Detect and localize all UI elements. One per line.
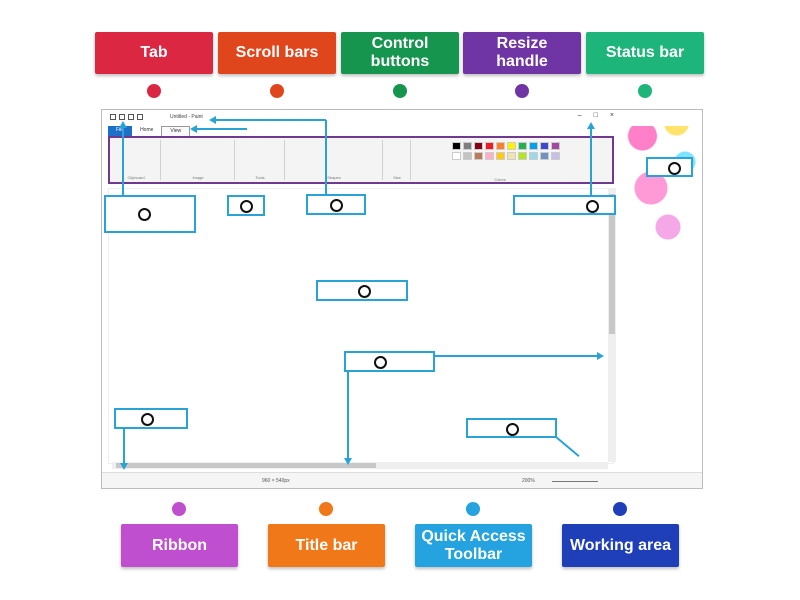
label-scroll-bars-pin <box>270 84 284 98</box>
connector-working-down <box>347 371 349 459</box>
group-tools: Tools <box>236 140 285 180</box>
label-title-bar-pin <box>319 502 333 516</box>
label-ribbon-pin <box>172 502 186 516</box>
label-resize-handle[interactable]: Resize handle <box>463 32 581 74</box>
connector-scroll-a <box>197 128 247 130</box>
label-quick-access-toolbar[interactable]: Quick Access Toolbar <box>415 524 532 567</box>
drop-zone-9[interactable] <box>466 418 557 438</box>
vertical-scrollbar <box>608 188 616 462</box>
connector-qat <box>216 119 326 121</box>
connector-tab <box>122 126 124 196</box>
undo-icon <box>128 114 134 120</box>
connector-scroll-a-arrow <box>190 125 197 133</box>
paint-status-bar: 960 × 540px 200% <box>102 472 702 488</box>
paint-tabs: File Home View <box>108 126 191 136</box>
label-ribbon[interactable]: Ribbon <box>121 524 238 567</box>
group-image: Image <box>162 140 235 180</box>
maximize-icon: □ <box>593 112 598 119</box>
drop-zone-6[interactable] <box>316 280 408 301</box>
app-icon <box>110 114 116 120</box>
status-image-size: 960 × 540px <box>262 478 290 484</box>
connector-control-arrow <box>587 122 595 129</box>
window-title: Untitled - Paint <box>170 114 203 120</box>
connector-qat-vert <box>325 120 327 194</box>
connector-working-down-arrow <box>344 458 352 465</box>
group-clipboard: Clipboard <box>112 140 161 180</box>
label-control-buttons-pin <box>393 84 407 98</box>
connector-control <box>590 128 592 196</box>
connector-left-zone-arrow <box>120 463 128 470</box>
tab-view: View <box>161 126 191 136</box>
connector-working-right <box>434 355 598 357</box>
paint-screenshot: Untitled - Paint – □ × File Home View Cl… <box>101 109 703 489</box>
paint-ribbon: Clipboard Image Tools Shapes Size Colors <box>108 136 614 184</box>
window-control-buttons: – □ × <box>578 112 614 119</box>
label-working-area-pin <box>613 502 627 516</box>
connector-left-zone <box>123 428 125 464</box>
drop-zone-3[interactable] <box>306 194 366 215</box>
group-size: Size <box>384 140 411 180</box>
minimize-icon: – <box>577 112 582 119</box>
paint-title-bar: Untitled - Paint – □ × <box>102 110 702 126</box>
label-status-bar-pin <box>638 84 652 98</box>
label-working-area[interactable]: Working area <box>562 524 679 567</box>
quick-access-toolbar <box>110 114 143 120</box>
save-icon <box>119 114 125 120</box>
status-zoom: 200% <box>522 478 535 484</box>
horizontal-scrollbar <box>112 462 608 469</box>
tab-home: Home <box>140 127 154 133</box>
label-tab-pin <box>147 84 161 98</box>
label-control-buttons[interactable]: Control buttons <box>341 32 459 74</box>
drop-zone-5[interactable] <box>646 157 693 177</box>
tab-file: File <box>108 126 133 136</box>
group-shapes: Shapes <box>286 140 383 180</box>
label-scroll-bars[interactable]: Scroll bars <box>218 32 336 74</box>
label-title-bar[interactable]: Title bar <box>268 524 385 567</box>
drop-zone-2[interactable] <box>227 195 265 216</box>
connector-working-right-arrow <box>597 352 604 360</box>
label-tab[interactable]: Tab <box>95 32 213 74</box>
drop-zone-1[interactable] <box>104 195 196 233</box>
connector-tab-arrow <box>119 121 127 128</box>
close-icon: × <box>609 112 614 119</box>
zoom-slider <box>552 481 598 482</box>
drop-zone-4[interactable] <box>513 195 616 215</box>
label-status-bar[interactable]: Status bar <box>586 32 704 74</box>
group-colors: Colors <box>494 177 506 182</box>
drop-zone-8[interactable] <box>114 408 188 429</box>
connector-qat-arrow <box>209 116 216 124</box>
label-resize-handle-pin <box>515 84 529 98</box>
drop-zone-7[interactable] <box>344 351 435 372</box>
redo-icon <box>137 114 143 120</box>
color-palette <box>452 142 560 160</box>
label-quick-access-toolbar-pin <box>466 502 480 516</box>
